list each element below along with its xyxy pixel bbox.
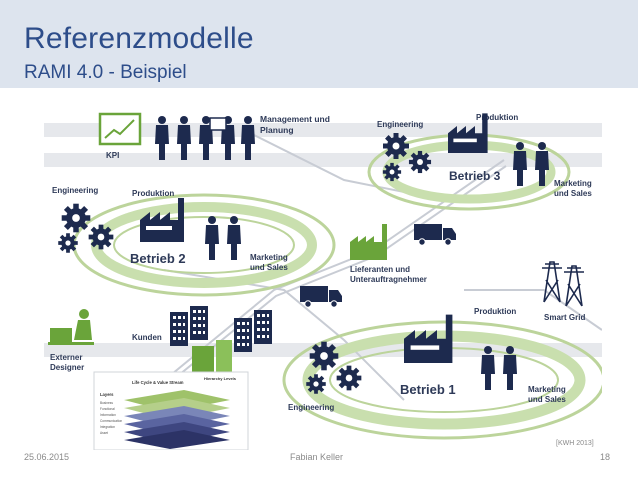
slide-subtitle: RAMI 4.0 - Beispiel <box>24 62 187 83</box>
slide-header: Referenzmodelle RAMI 4.0 - Beispiel <box>0 0 638 88</box>
rami-cube-inset: Life Cycle & Value Stream Hierarchy Leve… <box>93 371 249 450</box>
produktion-label-b3: Produktion <box>476 113 518 122</box>
inset-layer-information: Information <box>100 413 116 417</box>
kpi-chart-icon <box>98 112 142 146</box>
footer-source: [KWH 2013] <box>556 440 594 447</box>
engineering-label-b1: Engineering <box>288 403 334 412</box>
city-buildings-icon <box>170 306 272 376</box>
truck-icon-top <box>413 223 457 246</box>
designer-icon <box>48 309 94 345</box>
engineering-label-b2: Engineering <box>52 186 98 195</box>
produktion-label-b2: Produktion <box>132 189 174 198</box>
marketing-label-b2: Marketing und Sales <box>250 253 290 272</box>
inset-hierarchy-label: Hierarchy Levels <box>204 376 237 381</box>
inset-layer-asset: Asset <box>100 431 108 435</box>
smart-grid-label: Smart Grid <box>544 313 585 322</box>
betrieb1-label: Betrieb 1 <box>400 382 456 397</box>
marketing-label-b1: Marketing und Sales <box>528 385 568 404</box>
engineering-label-b3: Engineering <box>377 120 423 129</box>
footer-date: 25.06.2015 <box>24 452 70 462</box>
management-label: Management und Planung <box>260 114 332 135</box>
marketing-people-icon-b2 <box>205 216 241 260</box>
produktion-label-b1: Produktion <box>474 307 516 316</box>
kpi-label: KPI <box>106 151 119 160</box>
inset-layer-communication: Communication <box>100 419 122 423</box>
betrieb3-label: Betrieb 3 <box>449 169 501 183</box>
kunden-label: Kunden <box>132 333 162 342</box>
rami-diagram: KPI Management und Planung Engineering P… <box>44 112 602 450</box>
footer-author: Fabian Keller <box>290 452 344 462</box>
supplier-factory-icon <box>350 224 387 260</box>
betrieb2-label: Betrieb 2 <box>130 251 186 266</box>
footer-page-number: 18 <box>600 452 611 462</box>
inset-layer-integration: Integration <box>100 425 115 429</box>
management-people-icon <box>155 116 255 160</box>
inset-layers-title: Layers <box>100 392 114 397</box>
inset-layer-functional: Functional <box>100 407 115 411</box>
slide-title: Referenzmodelle <box>24 22 254 55</box>
truck-icon-middle <box>299 285 343 308</box>
lieferanten-label: Lieferanten und Unterauftragnehmer <box>350 265 427 284</box>
externer-designer-label: Externer Designer <box>50 353 85 372</box>
marketing-label-b3: Marketing und Sales <box>554 179 594 198</box>
inset-layer-business: Business <box>100 401 113 405</box>
inset-lifecycle-label: Life Cycle & Value Stream <box>132 380 184 385</box>
smart-grid-pylons-icon <box>541 261 585 307</box>
